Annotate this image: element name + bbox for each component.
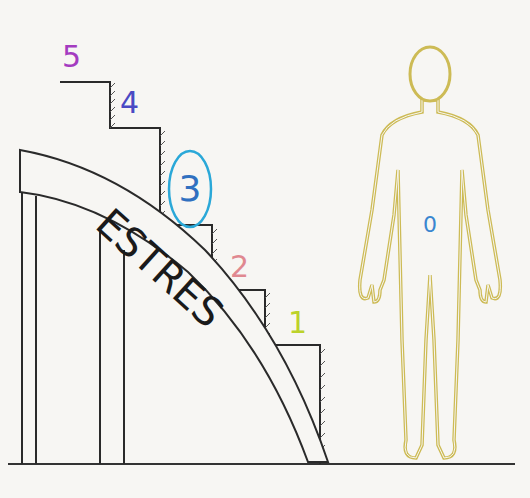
node-text: 0 <box>423 214 437 236</box>
node-text: 3 <box>179 171 202 207</box>
step-number: 2 <box>230 252 249 282</box>
circled-step-number: 3 <box>168 150 212 228</box>
step-number: 1 <box>288 308 307 338</box>
body-outline <box>350 40 510 470</box>
step-number: 4 <box>120 88 139 118</box>
step-number: 5 <box>62 42 81 72</box>
ground-line <box>8 463 515 465</box>
staircase-outline <box>60 82 320 464</box>
body-outline: 0 <box>350 40 510 470</box>
